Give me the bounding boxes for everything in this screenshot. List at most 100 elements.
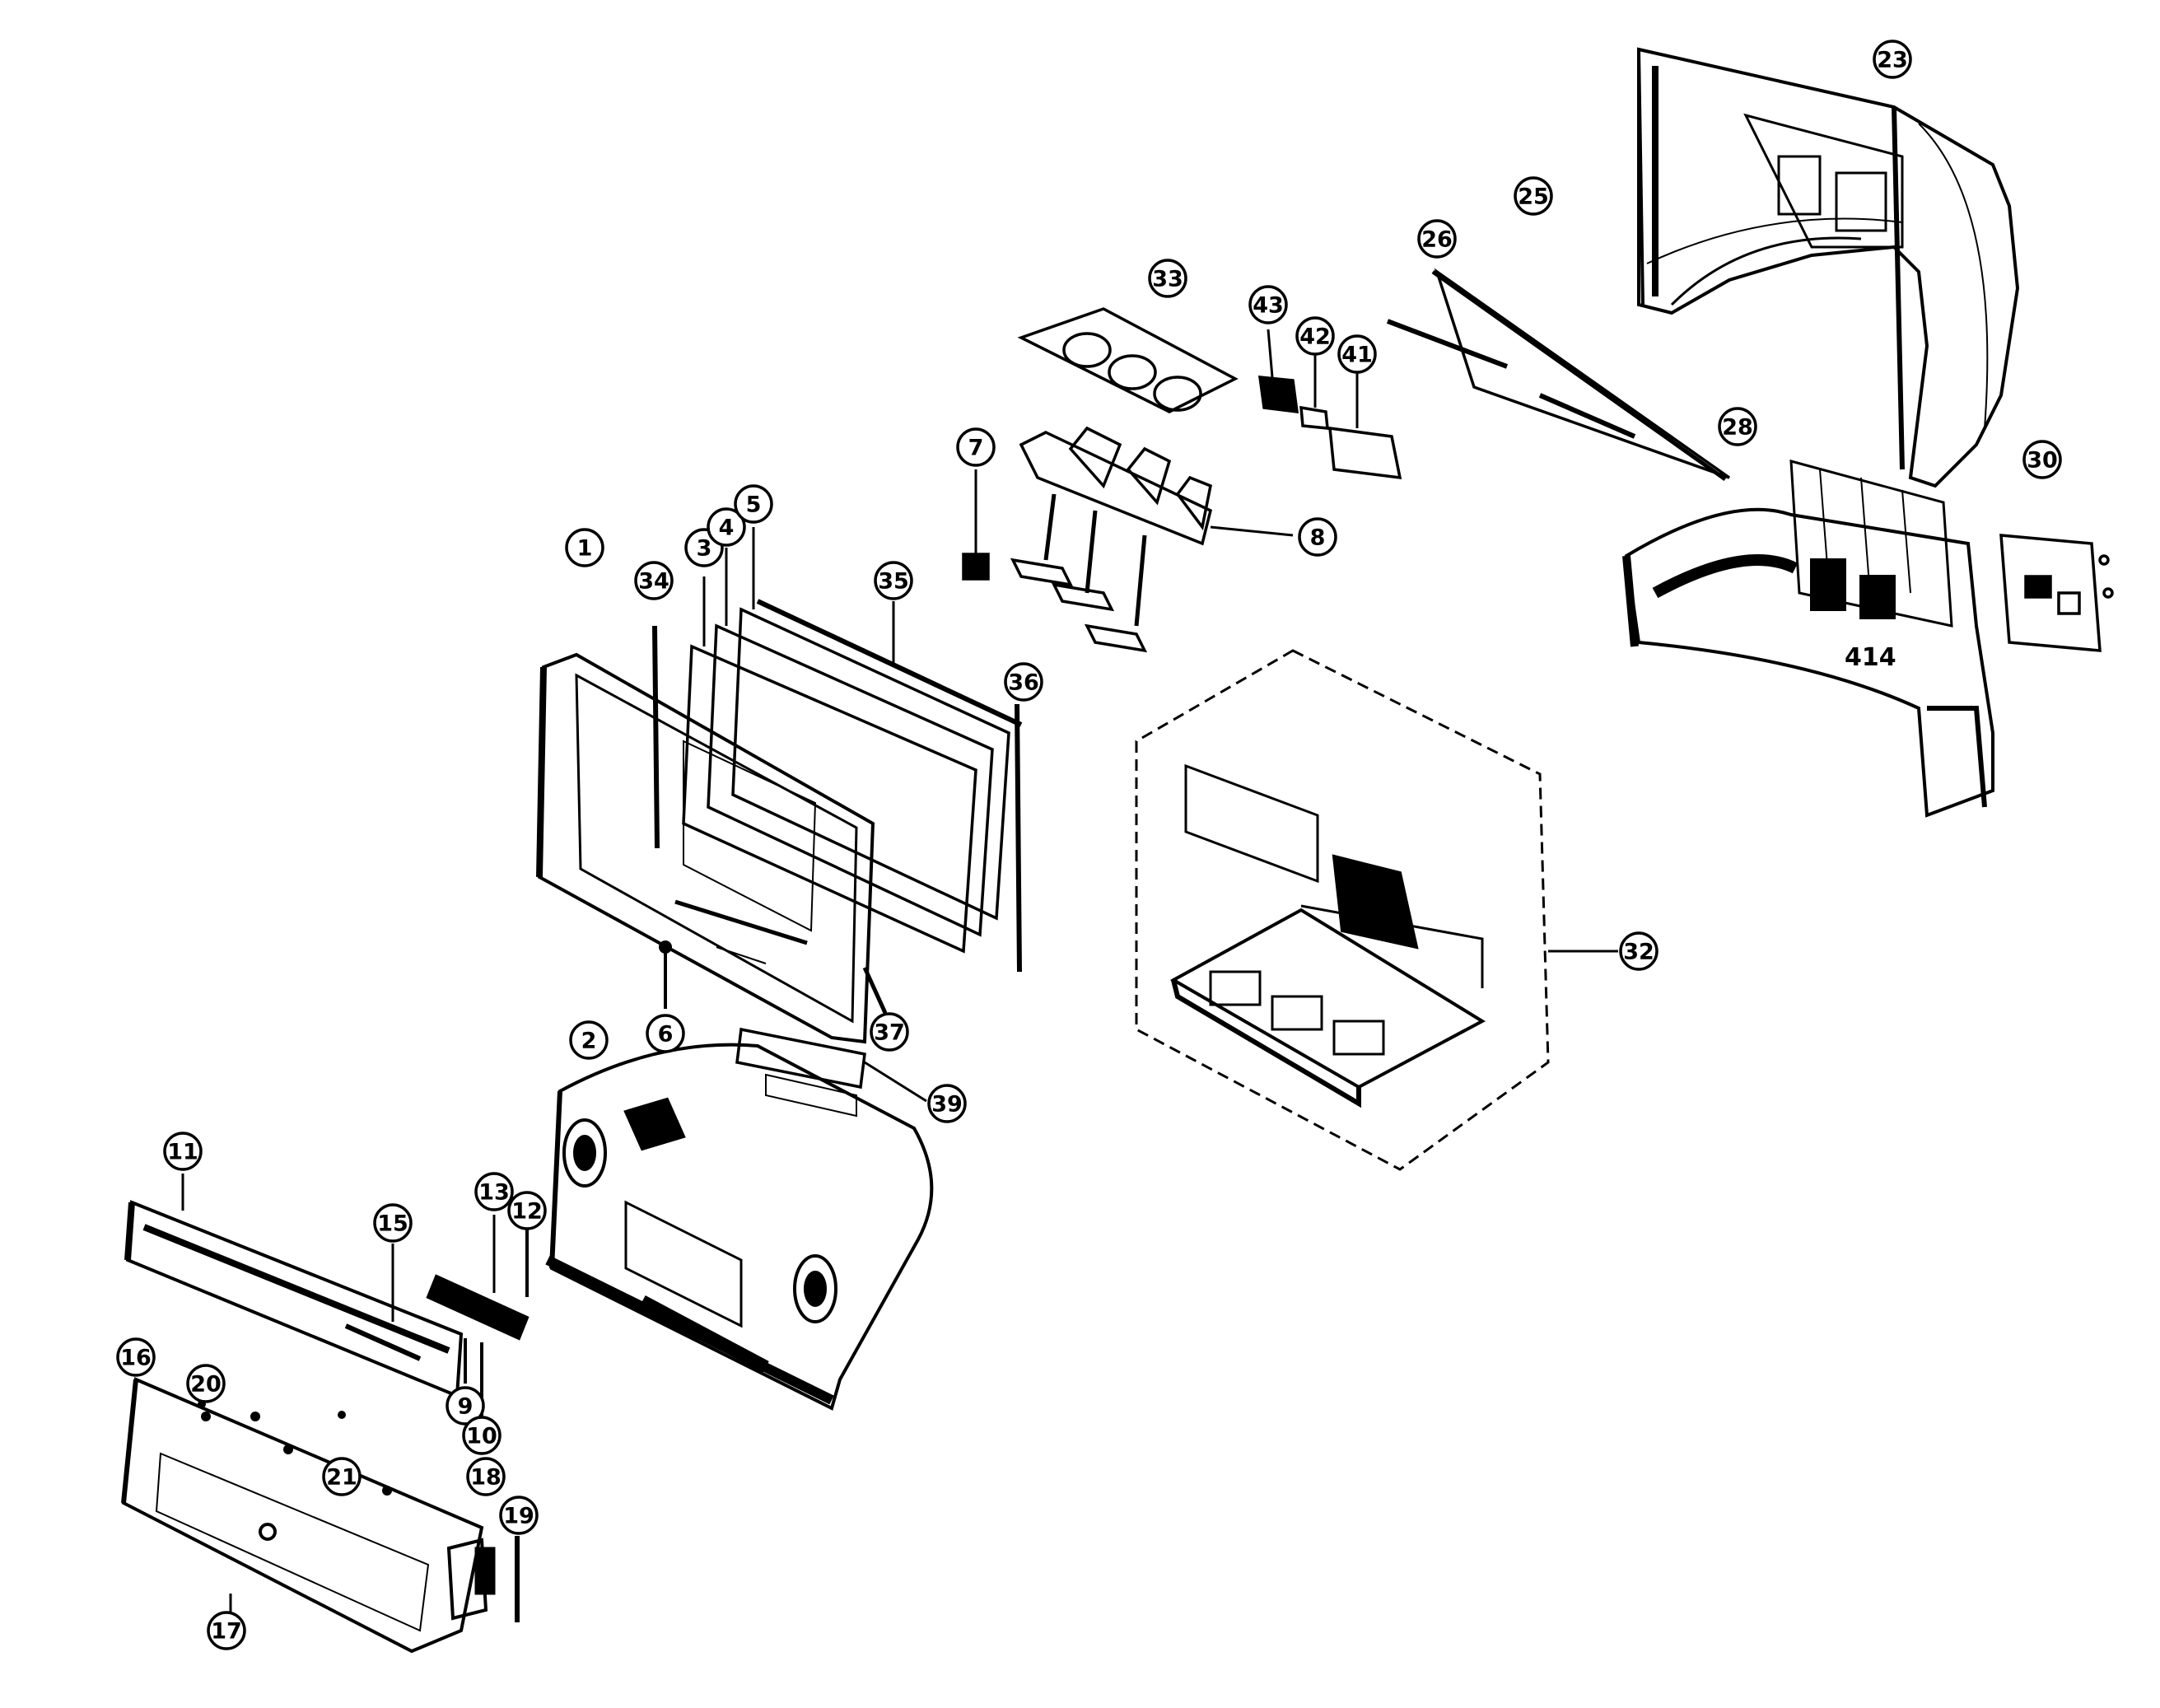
callout-label: 35 [878, 569, 909, 595]
chassis-decal: 414 [1845, 643, 1896, 672]
callout-13: 13 [474, 1172, 514, 1211]
callout-label: 20 [190, 1372, 222, 1398]
callout-9: 9 [446, 1386, 485, 1426]
callout-label: 6 [658, 1022, 674, 1048]
callout-label: 4 [719, 516, 735, 541]
callout-label: 34 [638, 569, 669, 595]
part-bracket-39 [737, 1029, 926, 1116]
callout-circle [569, 1020, 609, 1060]
callout-circle [1873, 40, 1912, 79]
callout-circle [734, 484, 773, 524]
callout-26: 26 [1417, 219, 1457, 259]
callout-label: 28 [1722, 415, 1753, 441]
part-front-bezel [539, 655, 873, 1042]
callout-circle [646, 1014, 685, 1053]
callout-19: 19 [499, 1496, 539, 1535]
callout-8: 8 [1298, 517, 1337, 557]
callout-circle [874, 561, 913, 600]
callout-circle [1514, 176, 1553, 216]
callout-4: 4 [707, 507, 746, 547]
callout-circle [927, 1084, 967, 1123]
callout-label: 18 [470, 1465, 502, 1491]
callout-circle [499, 1496, 539, 1535]
callout-circle [466, 1457, 506, 1496]
callout-6: 6 [646, 1014, 685, 1053]
part-rear-cover [1626, 461, 1993, 815]
callout-16: 16 [116, 1337, 156, 1377]
callout-label: 11 [167, 1140, 198, 1165]
callout-label: 15 [377, 1211, 408, 1237]
fastener-dots [198, 1400, 392, 1496]
callout-label: 30 [2027, 448, 2058, 474]
callout-circle [634, 561, 674, 600]
callout-21: 21 [322, 1457, 362, 1496]
callout-label: 25 [1518, 184, 1549, 210]
callout-label: 36 [1008, 670, 1039, 696]
callout-label: 39 [931, 1092, 963, 1118]
callout-label: 13 [478, 1180, 510, 1206]
callout-43: 43 [1248, 285, 1288, 324]
callout-label: 33 [1152, 267, 1183, 292]
callout-23: 23 [1873, 40, 1912, 79]
part-rear-cabinet [1639, 49, 2018, 486]
callout-circle [1148, 259, 1187, 298]
callout-circle [1337, 334, 1377, 374]
callout-circle [207, 1611, 246, 1650]
callout-circle [1298, 517, 1337, 557]
callout-label: 37 [874, 1020, 905, 1046]
part-speaker-18 [476, 1548, 494, 1594]
callout-circle [1619, 931, 1658, 971]
callout-circle [1004, 662, 1043, 702]
callout-28: 28 [1718, 407, 1757, 446]
callout-label: 21 [326, 1465, 357, 1491]
callout-label: 10 [466, 1424, 497, 1449]
callout-label: 32 [1623, 940, 1654, 965]
part-lens-plate [1021, 309, 1235, 412]
callout-circle [507, 1191, 547, 1230]
callout-circle [462, 1416, 502, 1455]
callout-label: 41 [1341, 343, 1373, 368]
part-front-top-panel [128, 1174, 461, 1396]
part-side-trim-34 [655, 626, 657, 848]
callout-circle [1718, 407, 1757, 446]
part-lower-cabinet [548, 1045, 931, 1408]
callout-label: 2 [581, 1029, 597, 1054]
part-rear-mirror-panel [1433, 272, 1729, 479]
callout-label: 3 [697, 536, 712, 562]
callout-circle [565, 528, 604, 567]
callout-circle [163, 1132, 203, 1171]
callout-36: 36 [1004, 662, 1043, 702]
callout-label: 12 [511, 1199, 543, 1225]
callout-10: 10 [462, 1416, 502, 1455]
part-side-trim-36 [1017, 704, 1019, 972]
callout-label: 5 [746, 492, 762, 518]
callout-circle [707, 507, 746, 547]
callout-circle [1248, 285, 1288, 324]
callout-circle [1417, 219, 1457, 259]
callout-1: 1 [565, 528, 604, 567]
callout-17: 17 [207, 1611, 246, 1650]
callout-37: 37 [870, 1012, 909, 1052]
callout-39: 39 [927, 1084, 967, 1123]
callout-label: 26 [1421, 227, 1453, 253]
callout-7: 7 [956, 427, 996, 467]
callout-33: 33 [1148, 259, 1187, 298]
callout-circle [116, 1337, 156, 1377]
callout-label: 23 [1877, 48, 1908, 73]
callout-41: 41 [1337, 334, 1377, 374]
callout-18: 18 [466, 1457, 506, 1496]
callout-bubbles: 1234567891011121315161718192021232526283… [116, 40, 2062, 1650]
callout-35: 35 [874, 561, 913, 600]
callout-25: 25 [1514, 176, 1553, 216]
callout-circle [2022, 440, 2062, 479]
callout-circle [870, 1012, 909, 1052]
callout-label: 42 [1299, 324, 1331, 350]
part-main-chassis [1136, 651, 1618, 1169]
part-front-lower-panel [124, 1379, 486, 1651]
callout-30: 30 [2022, 440, 2062, 479]
callout-11: 11 [163, 1132, 203, 1171]
part-control-board [428, 1215, 527, 1338]
part-screen-layers [683, 527, 1021, 951]
callout-2: 2 [569, 1020, 609, 1060]
